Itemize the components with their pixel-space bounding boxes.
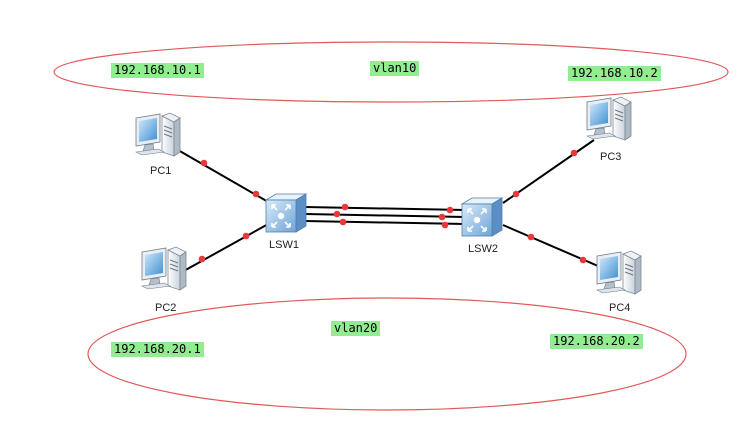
vlan20-region-outline (87, 297, 687, 411)
vlan10-region-outline (53, 41, 729, 103)
port-dot (438, 213, 446, 221)
pc4-label: PC4 (609, 302, 631, 314)
port-dot (570, 149, 578, 157)
port-dot (441, 221, 449, 229)
port-dot (333, 210, 341, 218)
pc3-icon[interactable] (586, 96, 632, 141)
vlan10-label-tag: vlan10 (370, 61, 420, 76)
port-dot (446, 206, 454, 214)
vlan20-right-ip-tag: 192.168.20.2 (550, 334, 643, 349)
port-dot (527, 233, 535, 241)
port-dot (339, 218, 347, 226)
port-dot (579, 256, 587, 264)
link-lsw1-lsw2-1 (304, 206, 466, 211)
vlan10-left-ip-tag: 192.168.10.1 (111, 63, 204, 78)
port-dot (198, 255, 206, 263)
pc1-icon[interactable] (135, 112, 181, 157)
pc2-icon[interactable] (141, 246, 187, 291)
port-dot (200, 159, 208, 167)
pc3-label: PC3 (600, 151, 622, 163)
port-dot (341, 203, 349, 211)
lsw1-label: LSW1 (269, 239, 299, 251)
port-dot (512, 190, 520, 198)
links (177, 139, 599, 273)
pc1-label: PC1 (150, 165, 172, 177)
port-dot (242, 232, 250, 240)
vlan10-right-ip-tag: 192.168.10.2 (568, 66, 661, 81)
pc4-icon[interactable] (596, 250, 642, 295)
link-pc2-lsw1 (181, 222, 271, 273)
lsw2-switch-icon[interactable] (461, 197, 503, 237)
lsw1-switch-icon[interactable] (265, 193, 307, 233)
vlan20-left-ip-tag: 192.168.20.1 (111, 342, 204, 357)
link-lsw1-lsw2-2 (304, 213, 466, 218)
pc2-label: PC2 (155, 302, 177, 314)
link-lsw1-lsw2-3 (304, 220, 466, 225)
port-dot (252, 190, 260, 198)
lsw2-label: LSW2 (468, 243, 498, 255)
port-dots (198, 149, 587, 264)
vlan20-label-tag: vlan20 (331, 321, 381, 336)
